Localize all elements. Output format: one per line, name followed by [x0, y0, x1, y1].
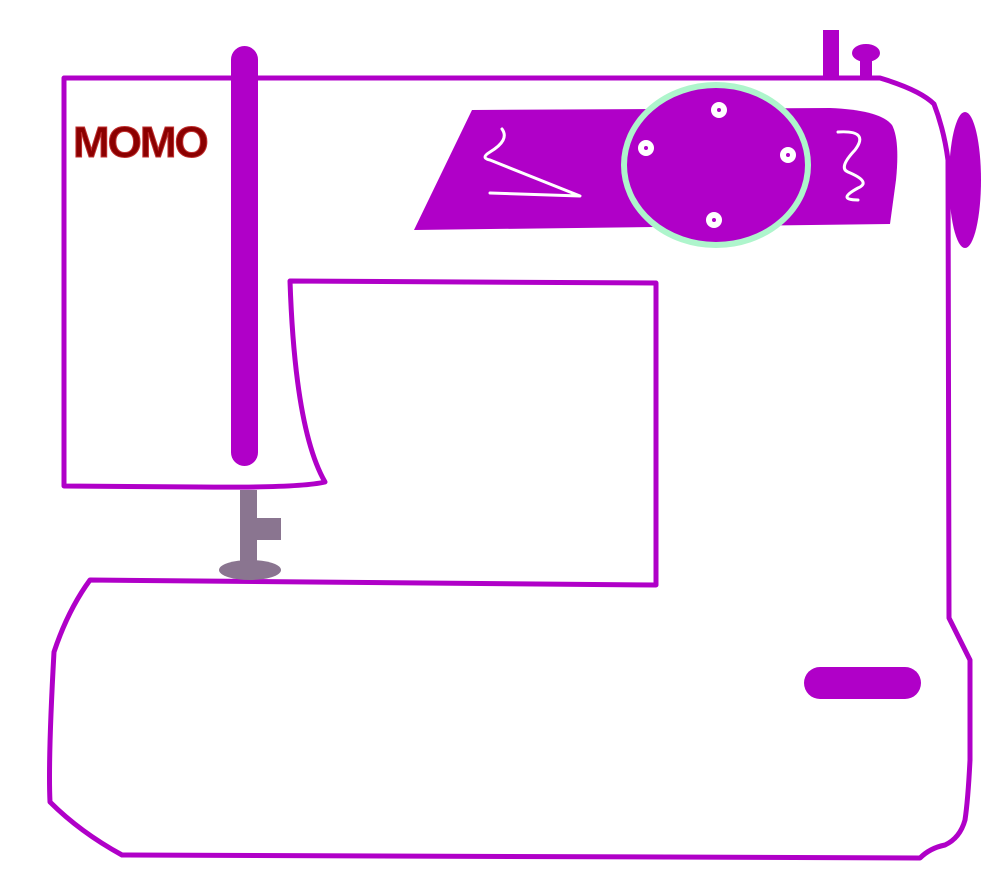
needle-bar: [231, 46, 258, 466]
spool-pin: [823, 30, 839, 78]
spool-cap: [852, 44, 880, 62]
brand-logo: MOMO: [73, 118, 208, 167]
zigzag-stitch-icon[interactable]: [836, 130, 865, 202]
straight-stitch-icon[interactable]: [483, 127, 582, 198]
stitch-dial-icon[interactable]: [621, 82, 811, 248]
handwheel-icon[interactable]: [949, 112, 981, 248]
machine-arm: [47, 75, 973, 861]
presser-foot: [219, 490, 281, 580]
base-button[interactable]: [804, 667, 921, 699]
